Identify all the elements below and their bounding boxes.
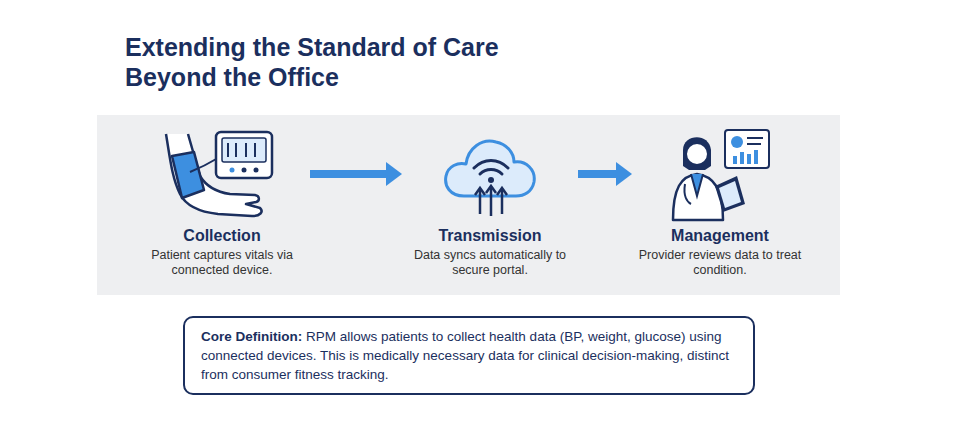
bp-monitor-icon [160,128,280,224]
flow-arrow [578,162,632,186]
process-step: CollectionPatient captures vitals via co… [132,122,312,278]
step-heading: Management [630,226,810,246]
step-heading: Core Definition: [201,329,302,344]
step-description: Data syncs automatically to secure porta… [400,248,580,278]
provider-icon [665,126,775,222]
step-description: Provider reviews data to treat condition… [630,248,810,278]
process-step: TransmissionData syncs automatically to … [400,122,580,278]
cloud-icon [440,130,540,220]
step-heading: Transmission [400,226,580,246]
diagram-title: Extending the Standard of Care Beyond th… [125,32,525,92]
flow-arrow [310,162,402,186]
step-heading: Collection [132,226,312,246]
process-step: ManagementProvider reviews data to treat… [630,122,810,278]
definition-box: Core Definition: RPM allows patients to … [183,316,755,395]
step-description: Patient captures vitals via connected de… [132,248,312,278]
